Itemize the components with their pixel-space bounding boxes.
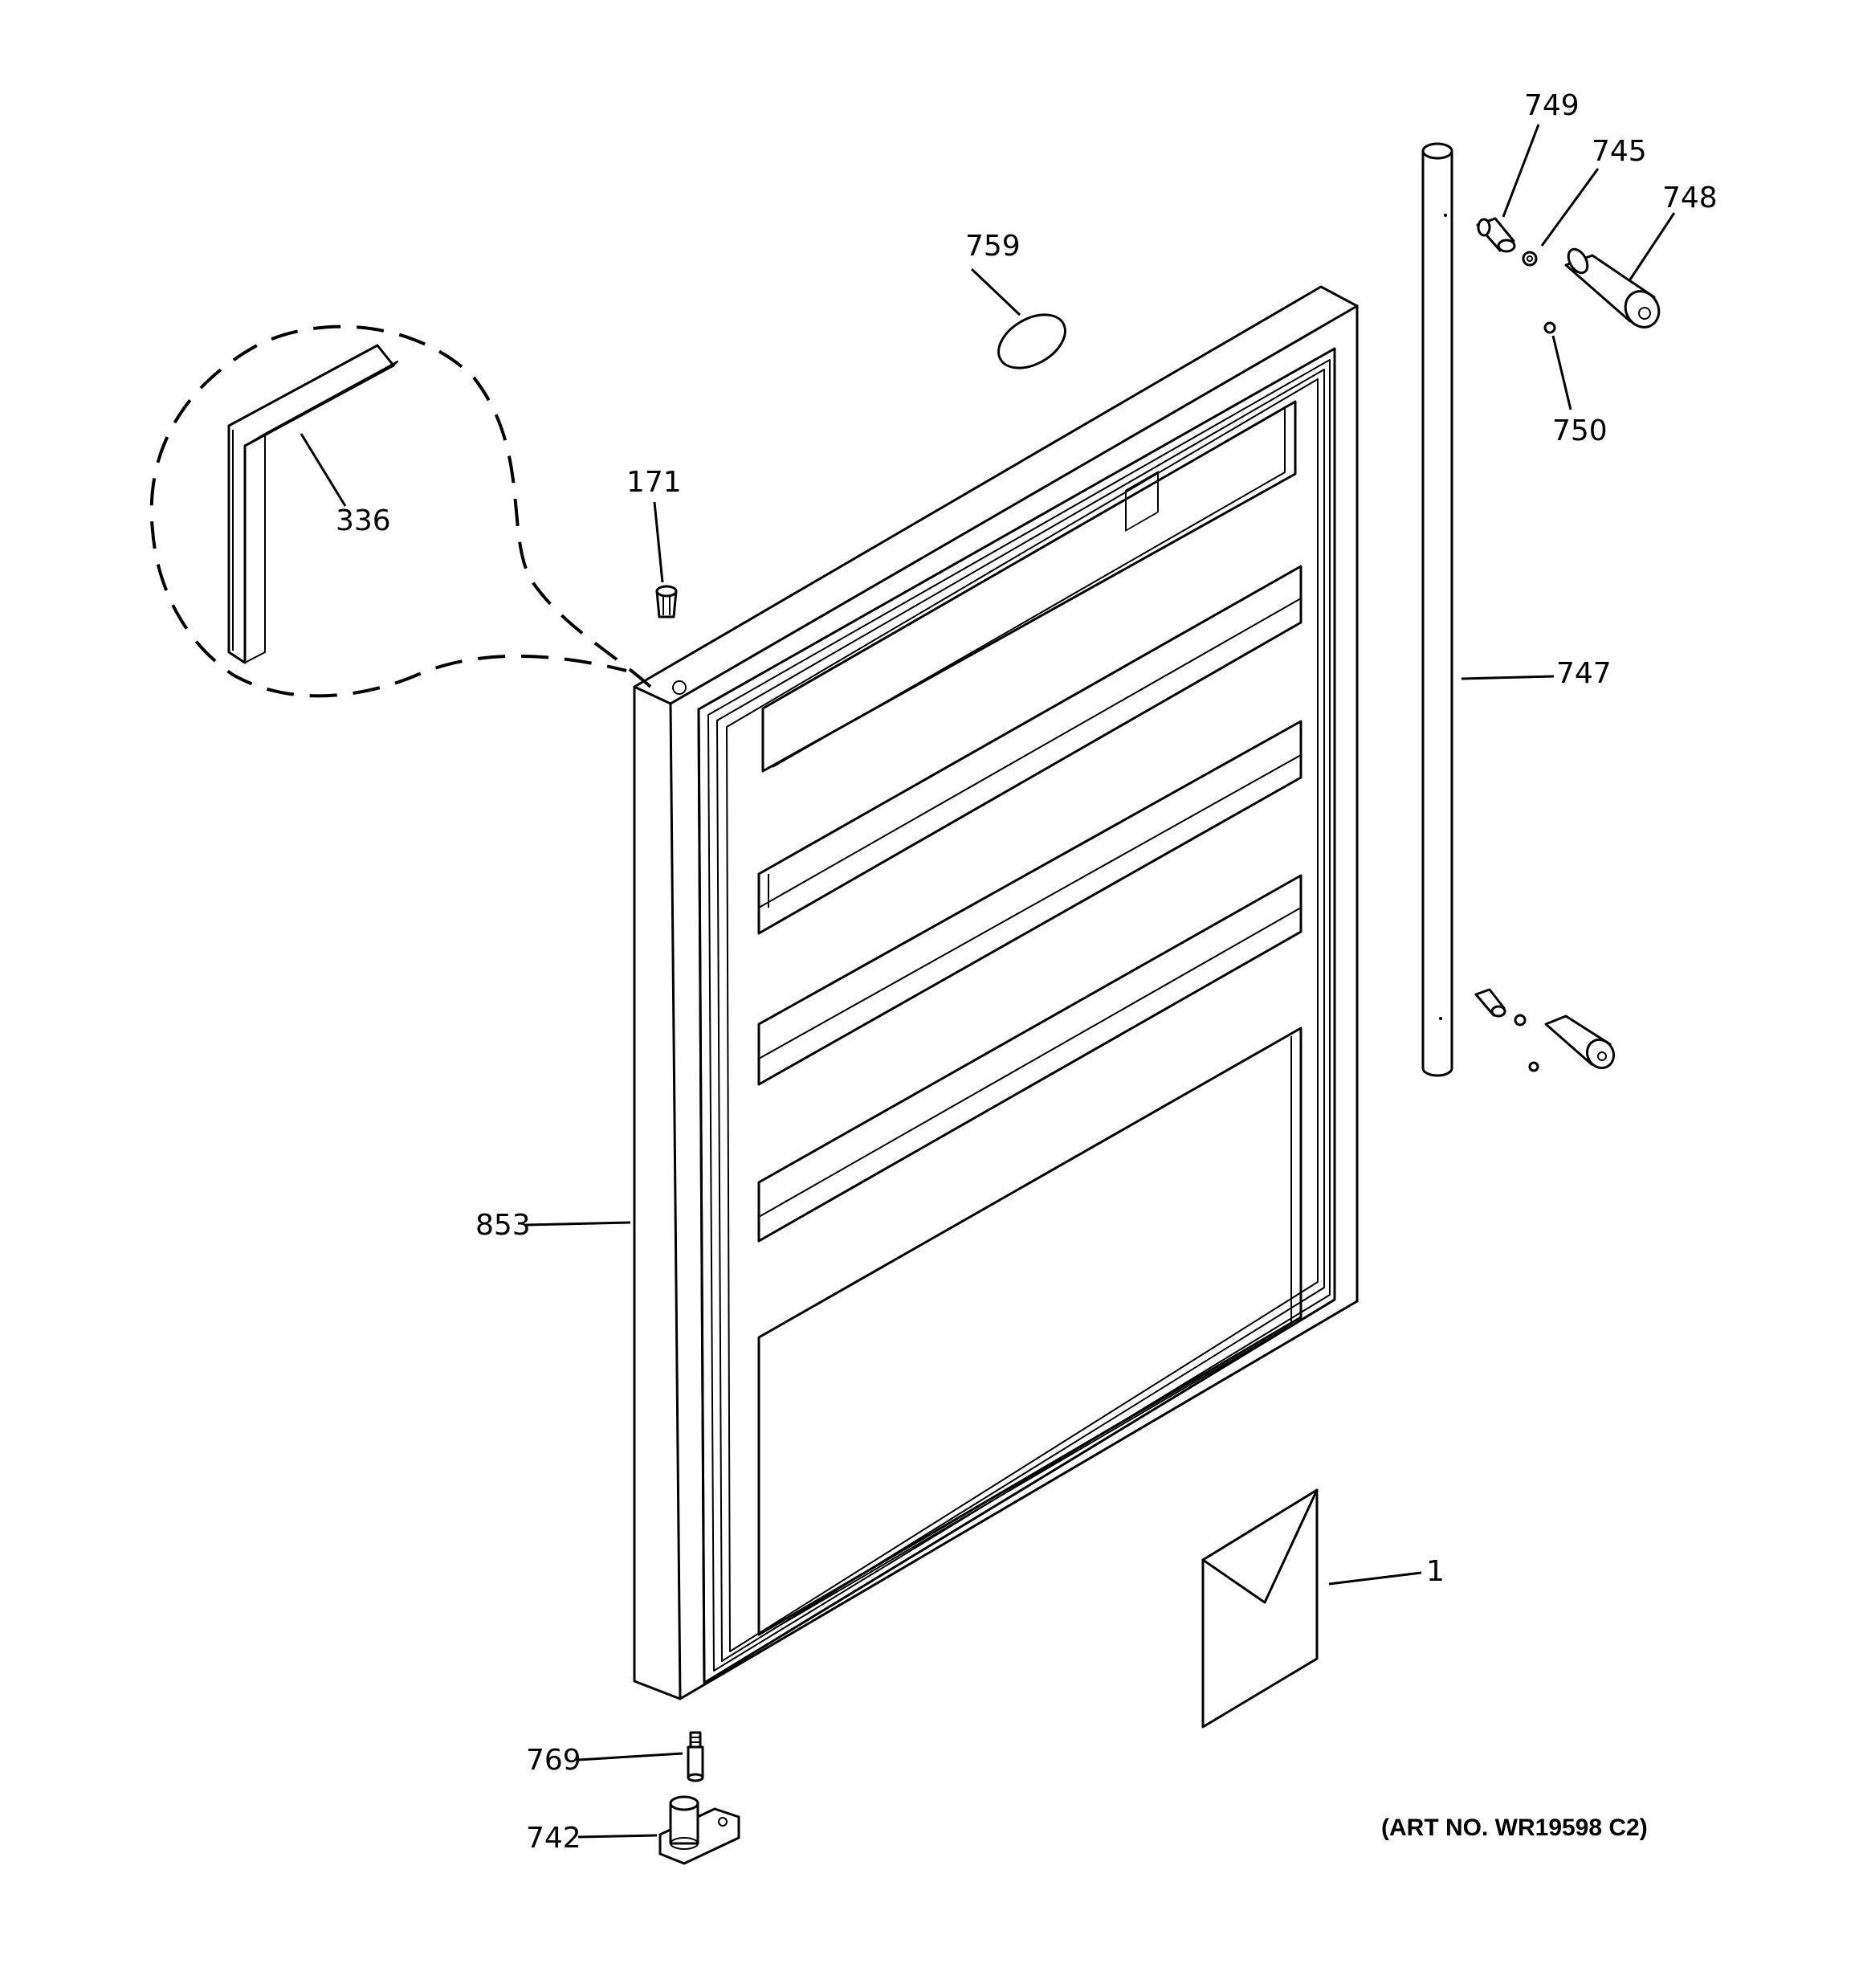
callout-742: 742 <box>526 1822 581 1855</box>
hinge-pin-769 <box>687 1731 704 1782</box>
gasket-detail <box>149 325 652 698</box>
handle-bar <box>1421 142 1453 1077</box>
screw-745 <box>1522 251 1538 267</box>
callout-labels: 749 745 748 750 759 747 336 171 853 1 76… <box>336 89 1718 1855</box>
callout-769: 769 <box>526 1744 581 1777</box>
callout-748: 748 <box>1662 182 1718 214</box>
callout-171: 171 <box>626 466 682 499</box>
door-assembly <box>633 285 1359 1700</box>
handle-mount-upper <box>1476 217 1661 334</box>
envelope-1 <box>1201 1488 1319 1729</box>
callout-749: 749 <box>1524 89 1580 122</box>
stud-749 <box>1476 217 1516 253</box>
callout-747: 747 <box>1556 657 1612 690</box>
callout-745: 745 <box>1592 135 1647 168</box>
callout-750: 750 <box>1552 414 1608 447</box>
handle-mount-lower <box>1474 988 1616 1072</box>
end-cap-748 <box>1564 247 1661 329</box>
plug-171 <box>655 585 678 618</box>
oval-plug-759 <box>997 313 1066 369</box>
art-number: (ART NO. WR19598 C2) <box>1381 1815 1648 1841</box>
set-screw-750 <box>1543 321 1556 334</box>
callout-1: 1 <box>1426 1555 1445 1588</box>
hinge-bracket-742 <box>658 1795 740 1865</box>
callout-853: 853 <box>475 1209 531 1242</box>
leader-lines <box>300 124 1676 1839</box>
callout-759: 759 <box>965 230 1021 263</box>
callout-336: 336 <box>336 504 391 537</box>
